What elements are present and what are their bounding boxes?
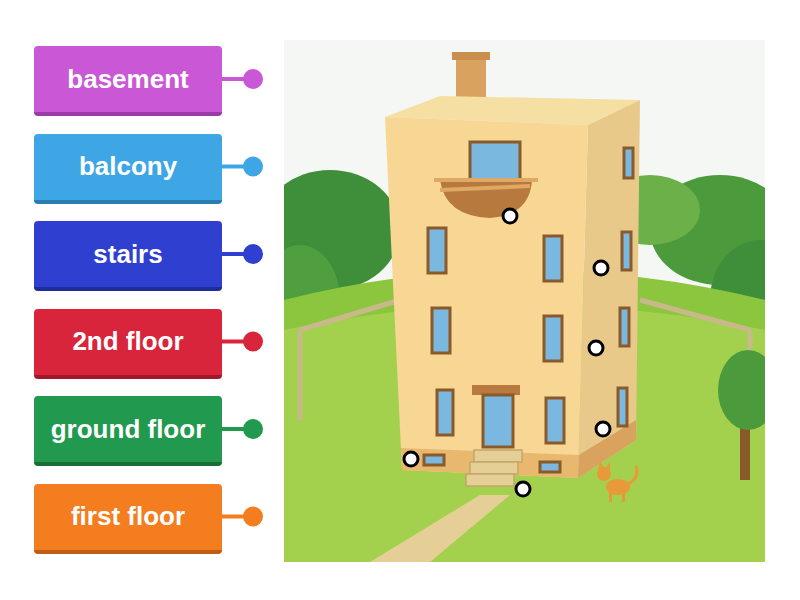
answer-label: balcony xyxy=(34,134,222,204)
label-text: 2nd floor xyxy=(72,327,183,356)
stub-dot xyxy=(243,332,263,352)
label-text: basement xyxy=(67,65,188,94)
label-text: ground floor xyxy=(51,415,206,444)
answer-marker xyxy=(404,209,610,496)
answer-label: 2nd floor xyxy=(34,309,222,379)
stub-line xyxy=(222,165,244,169)
stub-dot xyxy=(243,419,263,439)
stub-line xyxy=(222,340,244,344)
answer-label: first floor xyxy=(34,484,222,554)
label-text: balcony xyxy=(79,152,177,181)
stub-line xyxy=(222,427,244,431)
answer-label: ground floor xyxy=(34,396,222,466)
label-text: stairs xyxy=(93,240,162,269)
stub-line xyxy=(222,515,244,519)
stub-dot xyxy=(243,157,263,177)
stub-dot xyxy=(243,244,263,264)
label-text: first floor xyxy=(71,502,185,531)
answer-label: stairs xyxy=(34,221,222,291)
stub-line xyxy=(222,252,244,256)
stub-dot xyxy=(243,507,263,527)
answer-label: basement xyxy=(34,46,222,116)
stub-line xyxy=(222,77,244,81)
stub-dot xyxy=(243,69,263,89)
